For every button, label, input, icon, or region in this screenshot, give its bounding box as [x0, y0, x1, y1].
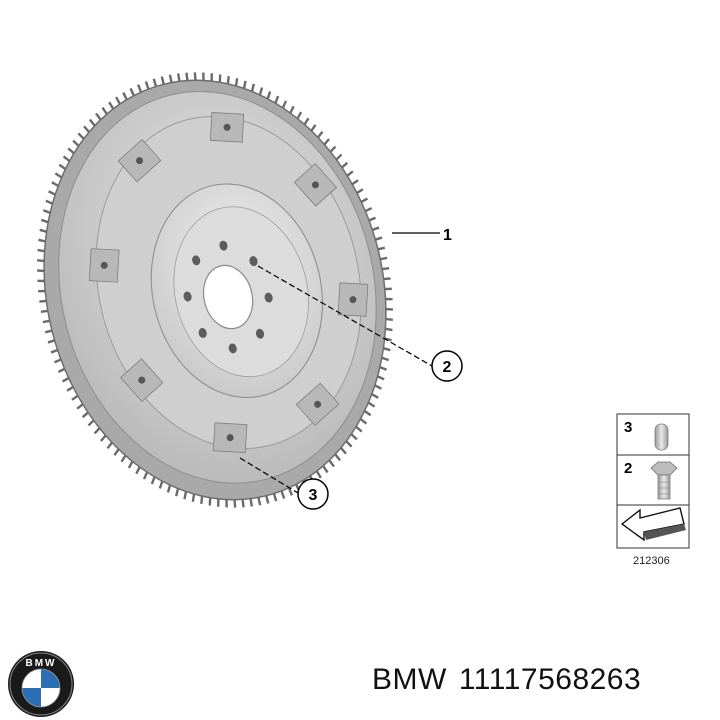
mounting-tab — [295, 382, 340, 426]
direction-arrow-icon — [620, 507, 686, 542]
part-number: 11117568263 — [458, 663, 642, 696]
part-caption: BMW 11117568263 — [372, 663, 653, 697]
bolt-holes — [183, 240, 273, 354]
callout-3-label: 3 — [309, 487, 318, 504]
legend-row-2-number: 2 — [624, 460, 632, 477]
callout-2-label: 2 — [443, 359, 452, 376]
center-bore — [202, 264, 254, 330]
mounting-tab — [120, 358, 164, 402]
parts-legend: 3 2 — [616, 413, 690, 549]
callout-1-label: 1 — [443, 227, 452, 244]
callout-3: 3 — [297, 478, 329, 510]
mounting-tab — [117, 138, 162, 183]
dowel-pin-icon — [654, 423, 669, 451]
bolt-hole — [255, 328, 265, 339]
mounting-tab — [337, 282, 369, 317]
bolt-hole — [192, 255, 201, 266]
brand-name: BMW — [372, 663, 447, 696]
bmw-logo: BMW — [8, 651, 74, 717]
svg-text:BMW: BMW — [26, 658, 57, 669]
reference-code: 212306 — [633, 555, 670, 567]
flywheel — [36, 72, 394, 508]
mounting-tab — [209, 112, 245, 143]
mounting-tabs — [88, 112, 369, 453]
bolt-hole — [228, 343, 237, 354]
hex-bolt-icon — [650, 461, 678, 500]
bolt-hole — [183, 291, 192, 302]
leader-lines — [239, 232, 440, 494]
bolt-hole — [249, 256, 258, 267]
legend-row-3-number: 3 — [624, 419, 632, 436]
mounting-tab — [293, 163, 338, 207]
callout-2: 2 — [431, 350, 463, 382]
mounting-tab — [212, 422, 248, 453]
bolt-hole — [264, 292, 273, 303]
bolt-hole — [198, 328, 207, 338]
bolt-hole — [219, 240, 228, 251]
mounting-tab — [88, 248, 120, 283]
